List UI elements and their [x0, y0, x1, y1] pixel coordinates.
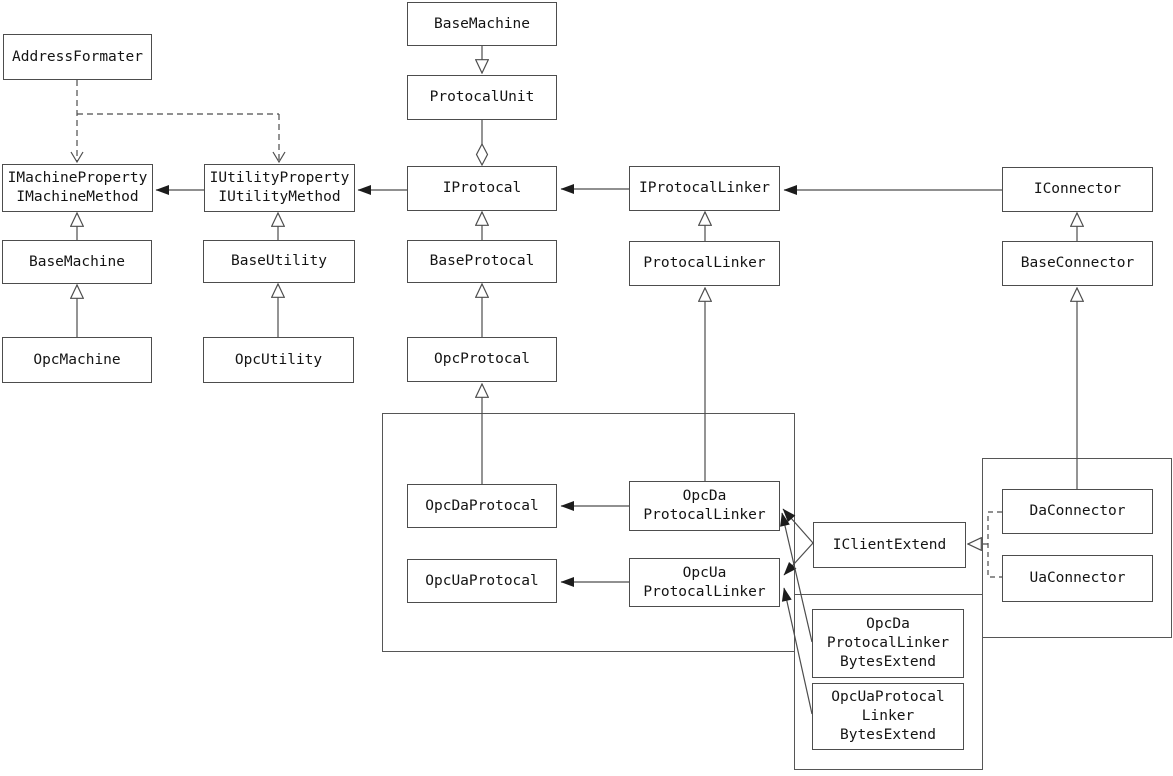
group-opc-protocal-linker [382, 413, 795, 652]
class-baseconnector: BaseConnector [1002, 241, 1153, 286]
class-opcuaprotocallinker: OpcUa ProtocalLinker [629, 558, 780, 607]
class-opcprotocal: OpcProtocal [407, 337, 557, 382]
class-opcdaprotocal: OpcDaProtocal [407, 484, 557, 528]
interface-iclientextend: IClientExtend [813, 522, 966, 568]
class-uaconnector: UaConnector [1002, 555, 1153, 602]
class-opcutility: OpcUtility [203, 337, 354, 383]
class-opcuaprotocallinkerbytesextend: OpcUaProtocal Linker BytesExtend [812, 683, 964, 750]
class-opcmachine: OpcMachine [2, 337, 152, 383]
class-daconnector: DaConnector [1002, 489, 1153, 534]
class-basemachine: BaseMachine [2, 240, 152, 284]
interface-iprotocal: IProtocal [407, 166, 557, 211]
class-opcuaprotocal: OpcUaProtocal [407, 559, 557, 603]
class-protocalunit: ProtocalUnit [407, 75, 557, 120]
class-opcdaprotocallinker: OpcDa ProtocalLinker [629, 481, 780, 531]
interface-iutility: IUtilityProperty IUtilityMethod [204, 164, 355, 212]
aggregation-diamond [475, 142, 489, 167]
class-baseutility: BaseUtility [203, 240, 355, 283]
class-baseprotocal: BaseProtocal [407, 240, 557, 283]
interface-iconnector: IConnector [1002, 167, 1153, 212]
class-addressformater: AddressFormater [3, 34, 152, 80]
interface-imachine: IMachineProperty IMachineMethod [2, 164, 153, 212]
class-basemachine-top: BaseMachine [407, 2, 557, 46]
class-opcdaprotocallinkerbytesextend: OpcDa ProtocalLinker BytesExtend [812, 609, 964, 678]
group-connectors [982, 458, 1172, 638]
class-protocallinker: ProtocalLinker [629, 241, 780, 286]
interface-iprotocallinker: IProtocalLinker [629, 166, 780, 211]
